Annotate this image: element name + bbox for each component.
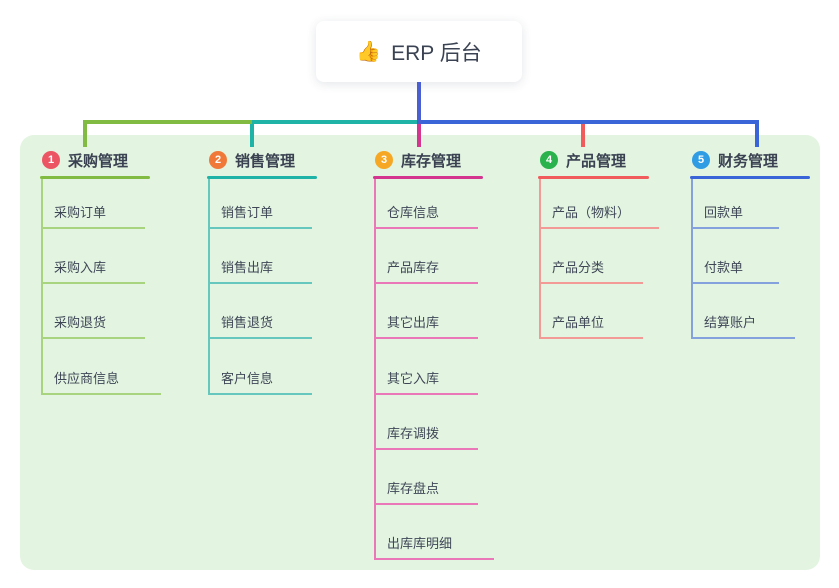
mindmap-child-node[interactable]: 仓库信息 <box>387 205 440 220</box>
mindmap-child-node[interactable]: 销售退货 <box>221 315 274 330</box>
branch-underline <box>207 176 317 179</box>
mindmap-branch-node[interactable]: 5 财务管理 <box>692 147 778 173</box>
child-underline <box>539 282 643 284</box>
branch-drop-connector <box>83 121 87 147</box>
child-underline <box>208 337 312 339</box>
branch-node-label: 采购管理 <box>68 152 129 170</box>
mindmap-child-node[interactable]: 其它入库 <box>387 371 440 386</box>
top-rail-connector <box>83 120 252 124</box>
branch-underline <box>373 176 483 179</box>
mindmap-child-node[interactable]: 库存调拨 <box>387 426 440 441</box>
mindmap-child-node[interactable]: 采购入库 <box>54 260 107 275</box>
root-stem-connector <box>417 82 421 124</box>
mindmap-child-node[interactable]: 产品（物料） <box>552 205 631 220</box>
branch-number-badge: 3 <box>375 151 393 169</box>
thumbs-up-icon: 👍 <box>356 40 382 63</box>
branch-number-badge: 5 <box>692 151 710 169</box>
branch-underline <box>690 176 810 179</box>
mindmap-child-node[interactable]: 付款单 <box>704 260 744 275</box>
branch-node-label: 库存管理 <box>401 152 462 170</box>
mindmap-child-node[interactable]: 供应商信息 <box>54 371 120 386</box>
branch-trunk-connector <box>208 179 210 395</box>
child-underline <box>374 227 478 229</box>
mindmap-child-node[interactable]: 产品单位 <box>552 315 605 330</box>
branch-number-badge: 4 <box>540 151 558 169</box>
branch-node-label: 销售管理 <box>235 152 296 170</box>
mindmap-branch-node[interactable]: 2 销售管理 <box>209 147 295 173</box>
child-underline <box>41 337 145 339</box>
branch-number-badge: 1 <box>42 151 60 169</box>
mindmap-child-node[interactable]: 其它出库 <box>387 315 440 330</box>
child-underline <box>208 282 312 284</box>
mindmap-child-node[interactable]: 回款单 <box>704 205 744 220</box>
mindmap-child-node[interactable]: 结算账户 <box>704 315 757 330</box>
mindmap-child-node[interactable]: 出库库明细 <box>387 536 453 551</box>
top-rail-connector <box>252 120 419 124</box>
child-underline <box>374 282 478 284</box>
mindmap-child-node[interactable]: 销售出库 <box>221 260 274 275</box>
branch-drop-connector <box>755 121 759 147</box>
branch-node-label: 财务管理 <box>718 152 779 170</box>
child-underline <box>41 393 161 395</box>
branch-number-badge: 2 <box>209 151 227 169</box>
branch-node-label: 产品管理 <box>566 152 627 170</box>
child-underline <box>208 393 312 395</box>
child-underline <box>691 282 779 284</box>
root-node-label: ERP 后台 <box>391 41 482 65</box>
branch-trunk-connector <box>374 179 376 560</box>
mindmap-child-node[interactable]: 库存盘点 <box>387 481 440 496</box>
root-node[interactable]: 👍 ERP 后台 <box>316 21 522 82</box>
mindmap-branch-node[interactable]: 1 采购管理 <box>42 147 128 173</box>
child-underline <box>374 503 478 505</box>
mindmap-branch-node[interactable]: 3 库存管理 <box>375 147 461 173</box>
child-underline <box>374 393 478 395</box>
child-underline <box>41 227 145 229</box>
mindmap-child-node[interactable]: 产品库存 <box>387 260 440 275</box>
child-underline <box>539 227 659 229</box>
mindmap-panel <box>20 135 820 570</box>
child-underline <box>374 337 478 339</box>
child-underline <box>41 282 145 284</box>
mindmap-child-node[interactable]: 客户信息 <box>221 371 274 386</box>
branch-trunk-connector <box>41 179 43 395</box>
child-underline <box>691 227 779 229</box>
mindmap-child-node[interactable]: 销售订单 <box>221 205 274 220</box>
child-underline <box>539 337 643 339</box>
branch-underline <box>538 176 649 179</box>
top-rail-connector <box>419 120 759 124</box>
mindmap-child-node[interactable]: 产品分类 <box>552 260 605 275</box>
child-underline <box>374 448 478 450</box>
child-underline <box>691 337 795 339</box>
child-underline <box>374 558 494 560</box>
branch-drop-connector <box>581 121 585 147</box>
branch-trunk-connector <box>691 179 693 339</box>
branch-underline <box>40 176 150 179</box>
branch-drop-connector <box>417 121 421 147</box>
mindmap-child-node[interactable]: 采购订单 <box>54 205 107 220</box>
branch-drop-connector <box>250 121 254 147</box>
mindmap-branch-node[interactable]: 4 产品管理 <box>540 147 626 173</box>
branch-trunk-connector <box>539 179 541 339</box>
child-underline <box>208 227 312 229</box>
mindmap-child-node[interactable]: 采购退货 <box>54 315 107 330</box>
